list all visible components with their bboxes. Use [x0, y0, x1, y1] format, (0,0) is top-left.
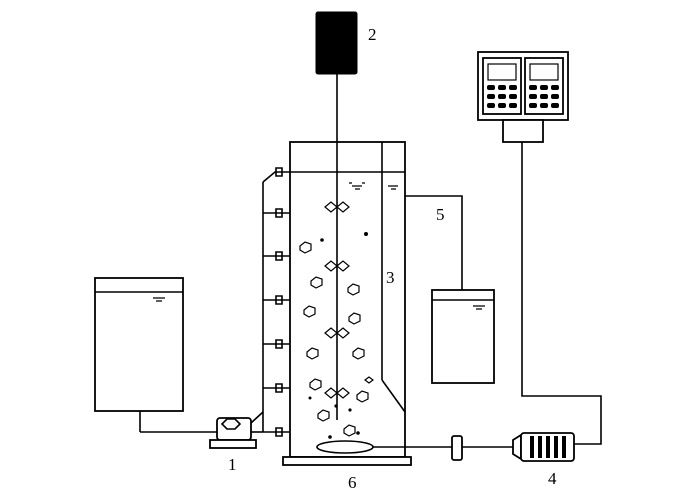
feed-pump — [139, 411, 264, 449]
label-effluent: 5 — [436, 205, 445, 224]
air-compressor — [512, 432, 575, 462]
air-line — [373, 142, 602, 461]
motor — [315, 11, 358, 75]
label-motor: 2 — [368, 25, 377, 44]
label-air-compressor: 4 — [548, 469, 557, 488]
effluent-system — [405, 195, 495, 384]
particles — [299, 232, 374, 439]
label-pump: 1 — [228, 455, 237, 474]
sampling-ports — [262, 167, 290, 437]
aerator-diffuser — [316, 440, 374, 454]
controller — [477, 51, 569, 143]
label-baffle: 3 — [386, 268, 395, 287]
influent-tank — [94, 277, 184, 412]
label-aerator: 6 — [348, 473, 357, 492]
reactor-column — [282, 141, 412, 466]
impellers — [324, 201, 350, 399]
